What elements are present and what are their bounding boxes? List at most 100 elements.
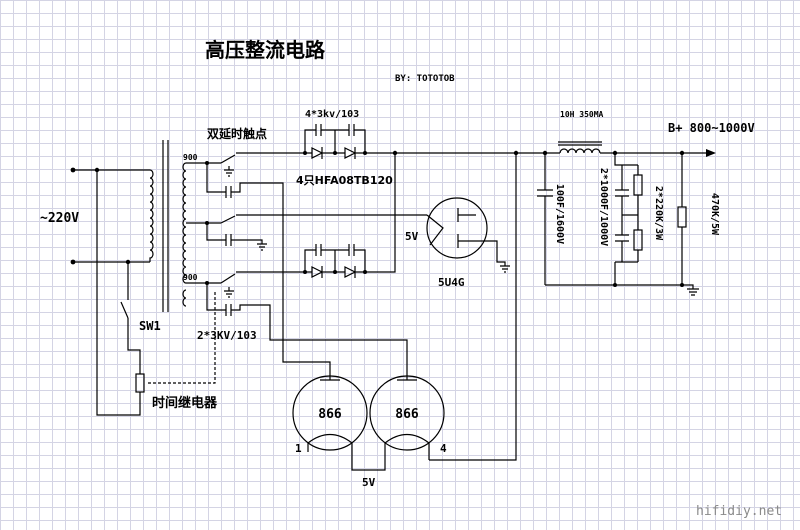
relay-label: 时间继电器 bbox=[152, 395, 218, 411]
choke-coil bbox=[559, 148, 601, 154]
relay-contacts-label: 双延时触点 bbox=[207, 126, 267, 141]
capacitor bbox=[315, 244, 322, 256]
contact-blade-top bbox=[220, 154, 236, 164]
junction-dot bbox=[612, 150, 618, 156]
tube-filament-left bbox=[307, 433, 353, 444]
res1-label: 2*220K/3W bbox=[653, 186, 664, 241]
contact-top bbox=[225, 186, 232, 198]
capacitor-filter-2a bbox=[615, 189, 629, 197]
contact-bottom bbox=[225, 304, 232, 316]
resistor-bleeder bbox=[677, 206, 687, 228]
tube-866-right bbox=[369, 375, 445, 451]
snubber-caps-label: 4*3kv/103 bbox=[305, 109, 359, 120]
diodes-label: 4只HFA08TB120 bbox=[296, 174, 393, 187]
junction-dot bbox=[303, 270, 307, 274]
switch-blade bbox=[120, 301, 129, 319]
wire-rectifier-tube bbox=[458, 214, 506, 266]
junction-dot bbox=[613, 283, 617, 287]
wire-snubber-bottom bbox=[304, 249, 366, 272]
author-label: BY: TOTOTOB bbox=[395, 74, 455, 84]
relay-linkage bbox=[148, 292, 216, 384]
capacitor bbox=[348, 244, 355, 256]
contact-blade-center bbox=[220, 215, 236, 224]
rectifier-tube-envelope bbox=[426, 197, 488, 259]
relay-coil bbox=[135, 373, 145, 393]
wire-b-plus-return bbox=[429, 153, 517, 461]
primary-winding bbox=[149, 169, 154, 262]
wire-ground-rail bbox=[545, 284, 694, 289]
capacitor bbox=[315, 124, 322, 136]
junction-dot bbox=[392, 150, 398, 156]
contact-caps-label: 2*3KV/103 bbox=[197, 329, 257, 342]
junction-dot bbox=[205, 281, 209, 285]
junction-dot bbox=[363, 151, 367, 155]
pin-left-label: 1 bbox=[295, 442, 302, 455]
diode bbox=[344, 266, 357, 278]
switch-label: SW1 bbox=[139, 319, 161, 333]
tap-bottom-label: 900 bbox=[183, 273, 198, 282]
capacitor-filter-1 bbox=[537, 189, 553, 197]
mains-label: ~220V bbox=[40, 211, 79, 226]
rectifier-tube-filament bbox=[426, 214, 444, 246]
output-arrow bbox=[706, 149, 716, 157]
wire-cap-bank bbox=[614, 153, 638, 285]
contact-blade-bottom bbox=[220, 273, 236, 284]
ground-symbol bbox=[687, 288, 699, 296]
ground-symbol bbox=[257, 243, 267, 251]
junction-dot bbox=[205, 161, 209, 165]
junction-dot bbox=[363, 270, 367, 274]
wire-snubber-top bbox=[304, 129, 366, 153]
choke-core bbox=[558, 141, 602, 146]
secondary-winding bbox=[182, 162, 187, 284]
wire-plate-left bbox=[231, 182, 331, 380]
output-label: B+ 800~1000V bbox=[668, 121, 755, 135]
tube-filament-right bbox=[384, 433, 430, 444]
filament-winding bbox=[182, 289, 187, 307]
transformer-core bbox=[162, 140, 169, 312]
capacitor bbox=[348, 124, 355, 136]
junction-dot bbox=[70, 259, 76, 265]
cap1-label: 100F/1600V bbox=[554, 184, 565, 244]
junction-dot bbox=[513, 150, 519, 156]
junction-dot bbox=[70, 167, 76, 173]
contact-center bbox=[225, 234, 232, 246]
tube-866-left bbox=[292, 375, 368, 451]
res2-label: 470K/5W bbox=[709, 193, 720, 236]
wire-plate-right bbox=[231, 304, 408, 380]
rectifier-tube-label: 5U4G bbox=[438, 276, 465, 289]
resistor-balance-a bbox=[633, 174, 643, 196]
wire-filament bbox=[307, 443, 430, 471]
junction-dot bbox=[680, 283, 684, 287]
diode bbox=[311, 147, 324, 159]
junction-dot bbox=[125, 259, 131, 265]
ground-symbol bbox=[500, 265, 510, 273]
wire-contact-center bbox=[206, 223, 226, 241]
capacitor-filter-2b bbox=[615, 234, 629, 242]
wire-contact-bottom bbox=[206, 283, 226, 311]
resistor-balance-b bbox=[633, 229, 643, 251]
wire-relay-supply bbox=[96, 170, 141, 416]
rectifier-filament-label: 5V bbox=[405, 230, 419, 243]
wire-ground-center bbox=[231, 239, 263, 244]
junction-dot bbox=[333, 151, 337, 155]
choke-label: 10H 350MA bbox=[560, 110, 604, 119]
diode bbox=[311, 266, 324, 278]
junction-dot bbox=[303, 151, 307, 155]
junction-dot bbox=[542, 150, 548, 156]
filament-voltage-label: 5V bbox=[362, 476, 376, 489]
junction-dot bbox=[333, 270, 337, 274]
junction-dot bbox=[679, 150, 685, 156]
watermark: hifidiy.net bbox=[696, 504, 782, 519]
wire-contact-top bbox=[206, 163, 226, 193]
tap-top-label: 900 bbox=[183, 153, 198, 162]
junction-dot bbox=[205, 221, 209, 225]
wire-switch bbox=[127, 318, 141, 374]
ground-symbol bbox=[224, 166, 234, 177]
tube-right-label: 866 bbox=[395, 407, 419, 422]
cap2-label: 2*1000F/1000V bbox=[598, 168, 609, 246]
page-title: 高压整流电路 bbox=[205, 38, 326, 62]
diode bbox=[344, 147, 357, 159]
tube-left-label: 866 bbox=[318, 407, 342, 422]
